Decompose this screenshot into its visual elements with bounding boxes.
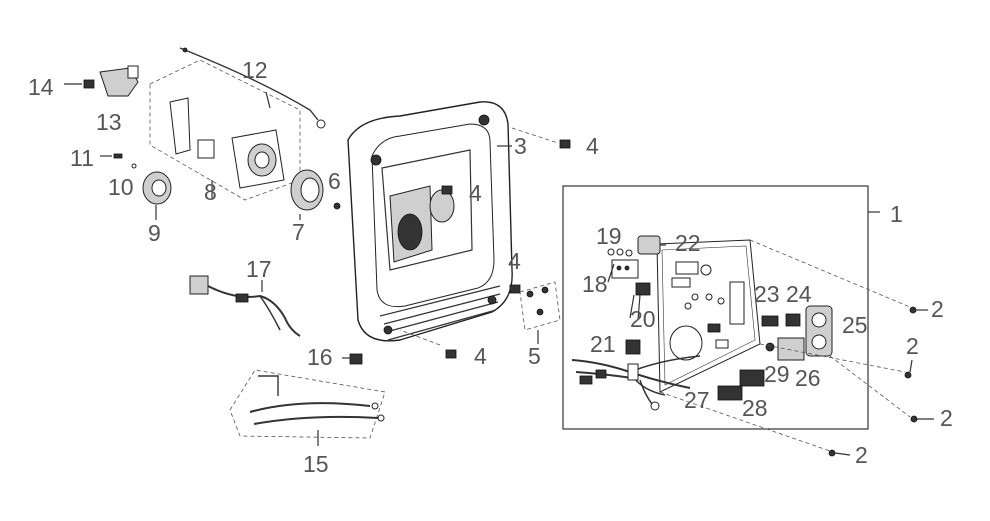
callout-7: 7 (292, 219, 305, 245)
callout-14: 14 (28, 74, 54, 100)
part-16 (342, 353, 363, 365)
callout-10: 10 (108, 174, 134, 200)
callout-28: 28 (742, 395, 768, 421)
callout-4d: 4 (474, 343, 487, 369)
callout-4a: 4 (586, 133, 599, 159)
callout-4c: 4 (508, 248, 521, 274)
part-23 (761, 315, 779, 327)
callout-5: 5 (528, 343, 541, 369)
callout-6: 6 (328, 168, 341, 194)
callout-3: 3 (514, 133, 527, 159)
callout-20: 20 (630, 306, 656, 332)
callout-17: 17 (246, 256, 272, 282)
part-29 (765, 342, 775, 352)
callout-8: 8 (204, 179, 217, 205)
callout-29: 29 (764, 361, 790, 387)
part-27 (717, 385, 743, 401)
part-13 (99, 65, 139, 97)
callout-4b: 4 (469, 180, 482, 206)
callout-26: 26 (795, 365, 821, 391)
part-15-box (229, 369, 386, 439)
callout-16: 16 (307, 344, 333, 370)
callout-1: 1 (890, 201, 903, 227)
front-frame (347, 101, 513, 342)
callout-24: 24 (786, 281, 812, 307)
callout-19: 19 (596, 223, 622, 249)
panel-assembly-box (562, 185, 869, 430)
callout-9: 9 (148, 220, 161, 246)
part-25 (805, 305, 833, 357)
part-5 (519, 281, 561, 331)
callout-2b: 2 (906, 333, 919, 359)
callout-15: 15 (303, 451, 329, 477)
part-28 (739, 369, 765, 387)
part-20 (629, 282, 651, 321)
callout-18: 18 (582, 271, 608, 297)
part-11 (113, 153, 123, 159)
screws-2 (828, 306, 934, 457)
callout-23: 23 (754, 281, 780, 307)
callout-21: 21 (590, 331, 616, 357)
part-22 (637, 235, 666, 255)
part-9 (142, 171, 172, 205)
part-8 (169, 97, 285, 189)
panel-harness (571, 355, 701, 411)
callout-2d: 2 (855, 442, 868, 468)
callout-13: 13 (96, 109, 122, 135)
control-panel-plate (656, 239, 761, 393)
callout-27: 27 (684, 387, 710, 413)
callout-25: 25 (842, 312, 868, 338)
callout-2c: 2 (940, 405, 953, 431)
callout-22: 22 (675, 230, 701, 256)
callout-12: 12 (242, 57, 268, 83)
part-21 (625, 339, 641, 355)
part-10 (131, 163, 137, 169)
part-19 (607, 248, 633, 257)
part-15 (249, 375, 385, 446)
callout-2a: 2 (931, 296, 944, 322)
part-6 (333, 202, 341, 210)
part-7 (290, 169, 324, 211)
part-14 (64, 79, 95, 89)
part-12 (179, 47, 326, 129)
part-17 (189, 275, 301, 337)
screws-4 (399, 127, 571, 359)
part-24 (785, 313, 801, 327)
callout-11: 11 (70, 145, 94, 171)
part-26 (777, 337, 805, 361)
